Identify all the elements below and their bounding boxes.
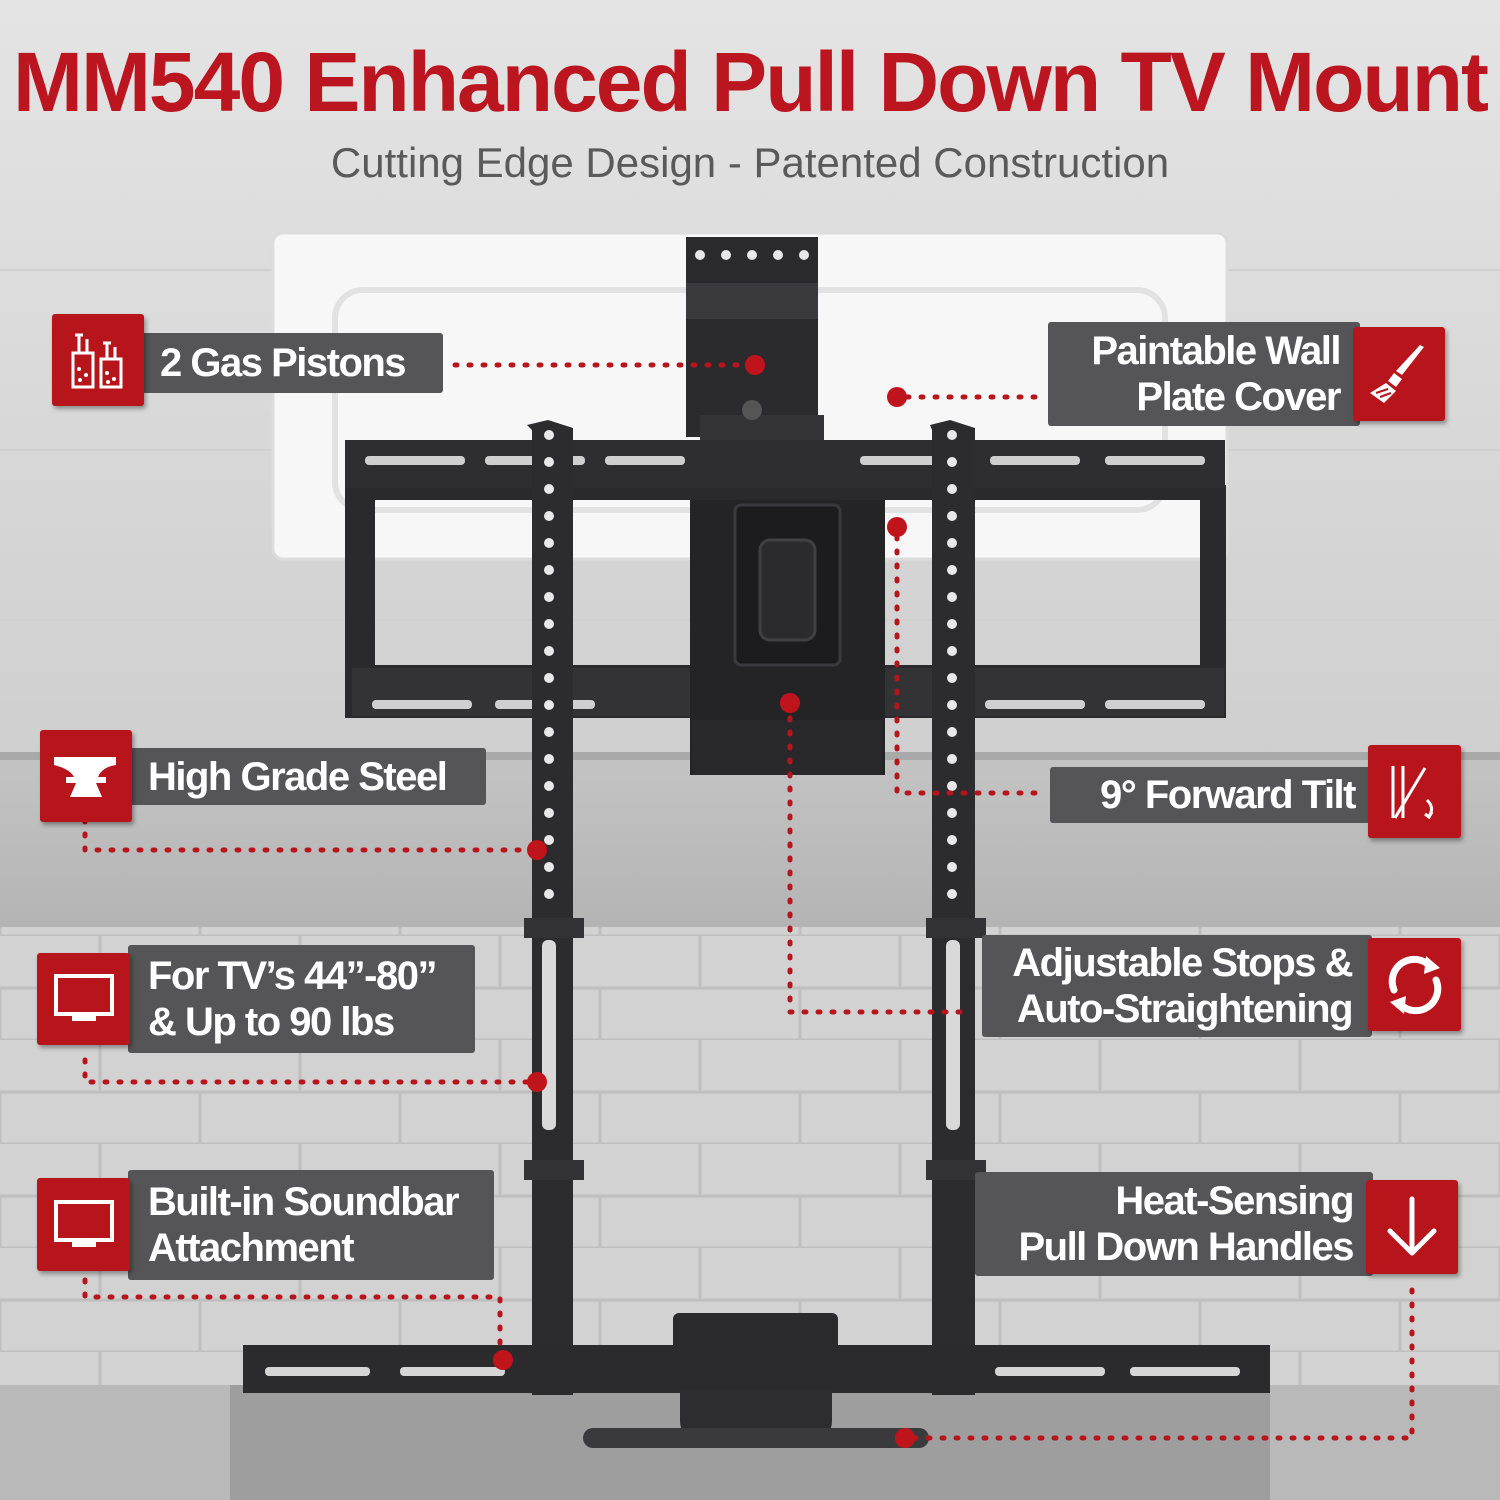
gas-pistons-icon: [52, 314, 144, 406]
tv-icon: [37, 1178, 130, 1271]
mount-hole: [947, 808, 957, 818]
mount-hole: [544, 619, 554, 629]
mount-hole: [947, 619, 957, 629]
mount-hole: [544, 673, 554, 683]
handles-label: Heat-Sensing Pull Down Handles: [975, 1172, 1373, 1276]
refresh-icon: [1368, 938, 1461, 1031]
page-subtitle: Cutting Edge Design - Patented Construct…: [330, 139, 1170, 186]
tilt-label: 9° Forward Tilt: [1050, 767, 1375, 823]
mount-hole: [544, 862, 554, 872]
soundbar-label: Built-in Soundbar Attachment: [128, 1170, 494, 1280]
mount-hole: [947, 781, 957, 791]
mount-hole: [947, 646, 957, 656]
mount-hole: [947, 484, 957, 494]
anvil-icon: [40, 730, 132, 822]
mount-hole: [544, 700, 554, 710]
mount-hole: [947, 700, 957, 710]
tv-size-label: For TV’s 44”-80” & Up to 90 lbs: [128, 945, 475, 1053]
mount-hole: [947, 592, 957, 602]
mount-hole: [544, 835, 554, 845]
page-title: MM540 Enhanced Pull Down TV Mount: [12, 35, 1489, 129]
mount-hole: [544, 457, 554, 467]
steel-label: High Grade Steel: [128, 748, 486, 805]
wall-plate-label: Paintable Wall Plate Cover: [1048, 322, 1360, 426]
stops-label: Adjustable Stops & Auto-Straightening: [982, 935, 1372, 1037]
tilt-icon: [1368, 745, 1461, 838]
mount-hole: [544, 727, 554, 737]
mount-hole: [544, 511, 554, 521]
mount-hole: [947, 835, 957, 845]
mount-hole: [947, 430, 957, 440]
mount-hole: [544, 754, 554, 764]
mount-hole: [544, 565, 554, 575]
gas-pistons-label: 2 Gas Pistons: [140, 333, 443, 393]
mount-hole: [544, 808, 554, 818]
mount-hole: [947, 511, 957, 521]
mount-hole: [947, 727, 957, 737]
mount-hole: [544, 592, 554, 602]
mount-hole: [947, 889, 957, 899]
mount-hole: [947, 673, 957, 683]
tv-icon: [37, 953, 130, 1045]
mount-hole: [544, 430, 554, 440]
paint-brush-icon: [1353, 327, 1445, 421]
mount-hole: [544, 889, 554, 899]
arrow-down-icon: [1366, 1180, 1458, 1274]
mount-hole: [544, 781, 554, 791]
mount-hole: [947, 754, 957, 764]
mount-hole: [544, 646, 554, 656]
mount-hole: [544, 538, 554, 548]
mount-hole: [544, 484, 554, 494]
mount-hole: [947, 862, 957, 872]
mount-hole: [947, 538, 957, 548]
mount-hole: [947, 457, 957, 467]
mount-hole: [947, 565, 957, 575]
